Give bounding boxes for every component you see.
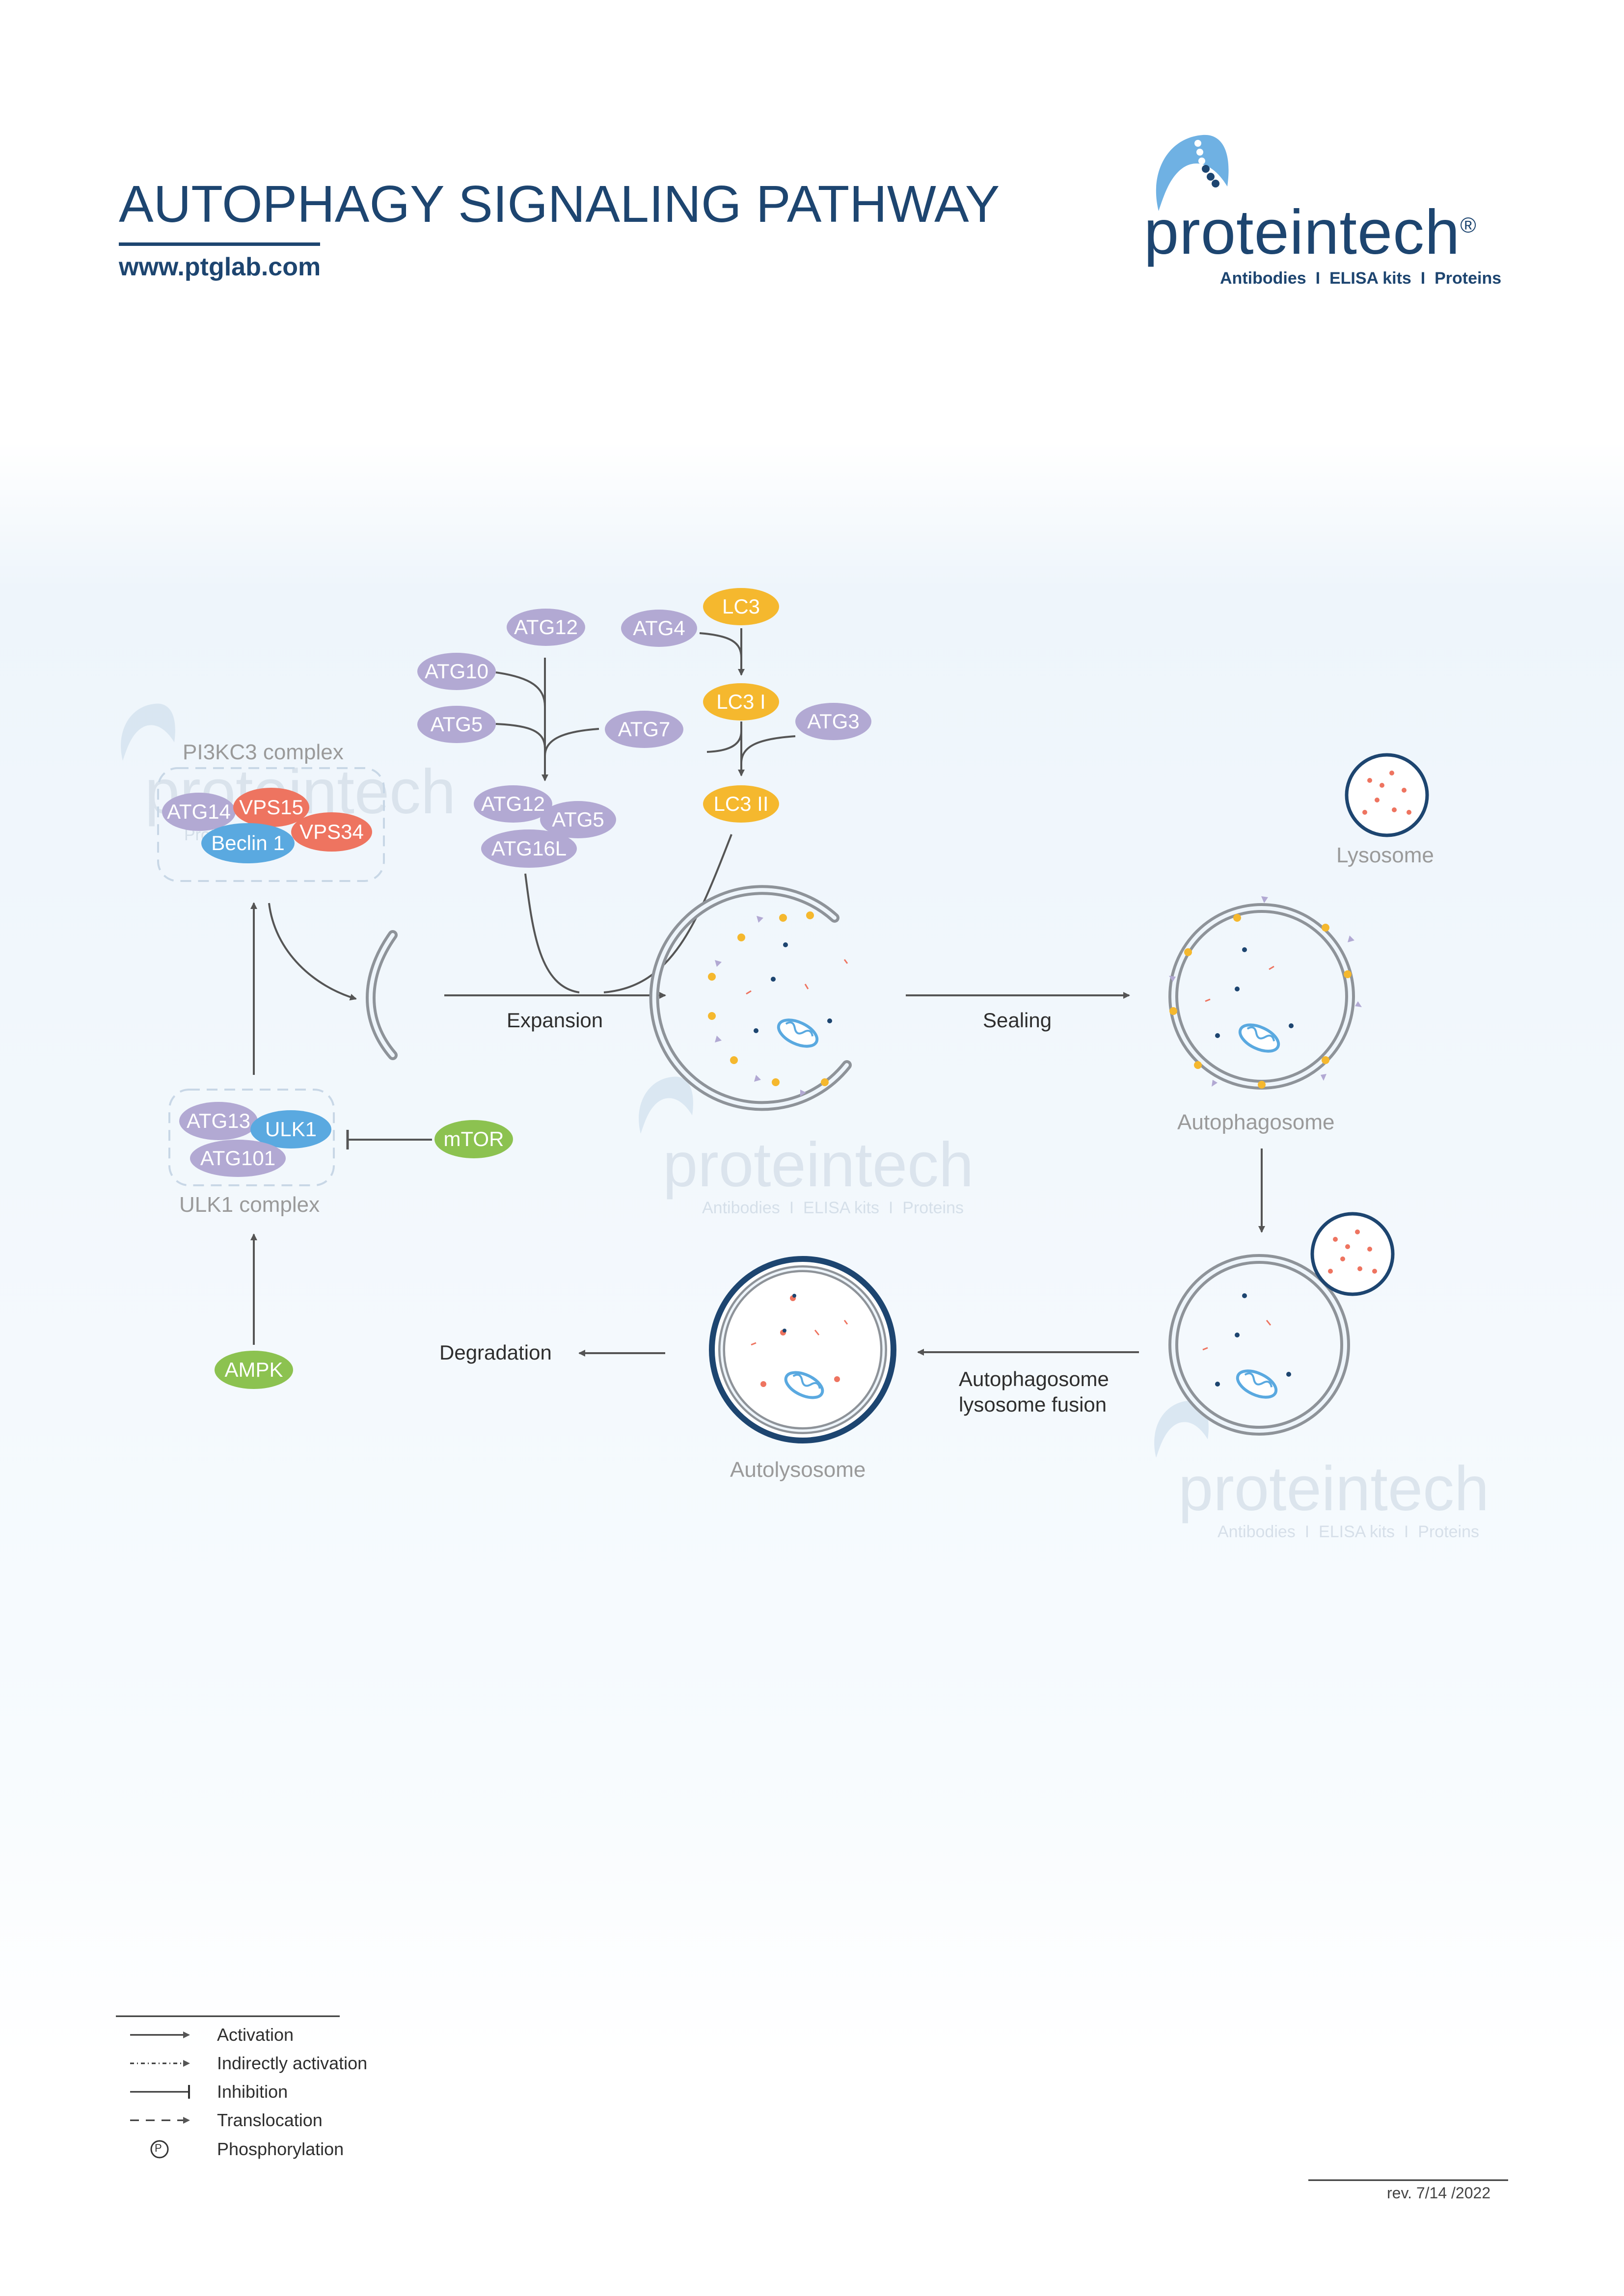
watermark-mark-icon bbox=[1154, 1400, 1209, 1458]
node-atg13[interactable]: ATG13 bbox=[179, 1102, 258, 1140]
sealing-label: Sealing bbox=[983, 1009, 1052, 1032]
logo-wordmark: proteintech® bbox=[1144, 196, 1477, 268]
node-vps15[interactable]: VPS15 bbox=[233, 788, 309, 827]
watermark-mark-icon bbox=[639, 1076, 693, 1134]
fusion-autophagosome bbox=[1168, 1212, 1395, 1436]
wm-tag-sep: I bbox=[1404, 1522, 1409, 1541]
logo-word-text: proteintech bbox=[1144, 197, 1461, 267]
mitochondrion-icon bbox=[784, 1371, 824, 1399]
degradation-label: Degradation bbox=[439, 1341, 552, 1364]
tagline-antibodies: Antibodies bbox=[1220, 269, 1306, 288]
node-ulk1[interactable]: ULK1 bbox=[250, 1110, 331, 1148]
watermark-mark-icon bbox=[121, 703, 175, 761]
arrow-pi3kc3-to-phagophore bbox=[268, 903, 357, 1001]
page-title: AUTOPHAGY SIGNALING PATHWAY bbox=[119, 175, 1000, 233]
pi3kc3-complex-box bbox=[157, 767, 385, 882]
autophagosome bbox=[1168, 896, 1362, 1090]
expanding-phagophore bbox=[649, 885, 852, 1111]
lysosome-label: Lysosome bbox=[1336, 843, 1434, 867]
watermark-logo: proteintech Antibodies I ELISA kits I Pr… bbox=[633, 1070, 1006, 1227]
node-atg16l[interactable]: ATG16L bbox=[481, 829, 577, 868]
node-atg14[interactable]: ATG14 bbox=[162, 793, 236, 831]
legend-translocation: Translocation bbox=[217, 2110, 323, 2130]
wm-tag-elisa: ELISA kits bbox=[803, 1199, 880, 1217]
node-vps34[interactable]: VPS34 bbox=[291, 812, 372, 852]
node-lc3[interactable]: LC3 bbox=[703, 588, 779, 625]
legend-indirect: Indirectly activation bbox=[217, 2053, 368, 2073]
legend-phosphorylation: Phosphorylation bbox=[217, 2139, 344, 2159]
node-atg12-conjugate[interactable]: ATG12 bbox=[474, 785, 552, 823]
fusion-label-line1: Autophagosome bbox=[959, 1367, 1109, 1390]
node-lc3-i[interactable]: LC3 I bbox=[703, 683, 779, 721]
phospho-circle-icon bbox=[150, 2140, 169, 2159]
wm-tag-sep: I bbox=[888, 1199, 893, 1217]
watermark-word: proteintech bbox=[1178, 1454, 1489, 1524]
node-atg10[interactable]: ATG10 bbox=[417, 653, 496, 690]
website-link[interactable]: www.ptglab.com bbox=[119, 253, 321, 281]
node-beclin1[interactable]: Beclin 1 bbox=[201, 823, 295, 863]
expansion-label: Expansion bbox=[507, 1009, 603, 1032]
node-lc3-ii[interactable]: LC3 II bbox=[703, 785, 779, 823]
logo-mark-icon bbox=[1156, 134, 1229, 211]
wm-tag-proteins: Proteins bbox=[902, 1199, 964, 1217]
node-atg3[interactable]: ATG3 bbox=[795, 703, 871, 740]
wm-tag-sep: I bbox=[1304, 1522, 1310, 1541]
node-ampk[interactable]: AMPK bbox=[215, 1351, 293, 1389]
line-atg16l-to-expansion bbox=[524, 873, 580, 993]
node-mtor[interactable]: mTOR bbox=[434, 1120, 513, 1158]
legend-activation: Activation bbox=[217, 2025, 294, 2045]
wm-tag-antibodies: Antibodies bbox=[702, 1199, 780, 1217]
wm-tag-antibodies: Antibodies bbox=[1218, 1522, 1296, 1541]
wm-tag-proteins: Proteins bbox=[1418, 1522, 1480, 1541]
watermark-tagline: Antibodies I ELISA kits I Proteins bbox=[1218, 1522, 1479, 1542]
pi3kc3-complex-label: PI3KC3 complex bbox=[183, 740, 344, 764]
tagline-sep: I bbox=[1315, 269, 1321, 288]
logo-tagline: Antibodies I ELISA kits I Proteins bbox=[1220, 269, 1501, 288]
node-atg4[interactable]: ATG4 bbox=[621, 610, 697, 647]
watermark-word: proteintech bbox=[663, 1130, 974, 1200]
registered-mark: ® bbox=[1460, 213, 1477, 238]
mitochondrion-icon bbox=[1236, 1369, 1278, 1399]
title-underline bbox=[119, 242, 320, 246]
lysosome bbox=[1345, 753, 1429, 837]
ulk1-complex-label: ULK1 complex bbox=[179, 1193, 320, 1217]
node-atg12-top[interactable]: ATG12 bbox=[507, 609, 585, 646]
tagline-sep: I bbox=[1420, 269, 1426, 288]
line-atg7-lc3-branch bbox=[706, 731, 742, 753]
autolysosome-label: Autolysosome bbox=[730, 1458, 866, 1482]
watermark-tagline: Antibodies I ELISA kits I Proteins bbox=[702, 1199, 964, 1218]
wm-tag-sep: I bbox=[789, 1199, 794, 1217]
autophagosome-label: Autophagosome bbox=[1177, 1110, 1335, 1134]
mitochondrion-icon bbox=[1238, 1023, 1280, 1053]
mitochondrion-icon bbox=[777, 1018, 819, 1048]
phospho-symbol: P bbox=[155, 2142, 162, 2154]
node-atg7[interactable]: ATG7 bbox=[605, 711, 683, 748]
revision-date: rev. 7/14 /2022 bbox=[1387, 2184, 1491, 2202]
wm-tag-elisa: ELISA kits bbox=[1319, 1522, 1395, 1541]
node-atg5-left[interactable]: ATG5 bbox=[417, 706, 496, 743]
line-lc3ii-to-expansion bbox=[603, 834, 732, 993]
watermark-logo: proteintech Antibodies I ELISA kits I Pr… bbox=[1149, 1394, 1522, 1551]
line-atg7-branch bbox=[544, 728, 599, 756]
line-atg5-branch bbox=[495, 723, 546, 749]
node-atg101[interactable]: ATG101 bbox=[190, 1140, 286, 1177]
autolysosome bbox=[709, 1256, 896, 1443]
tagline-proteins: Proteins bbox=[1435, 269, 1502, 288]
fusion-label-line2: lysosome fusion bbox=[959, 1393, 1107, 1416]
brand-logo[interactable]: proteintech® Antibodies I ELISA kits I P… bbox=[1144, 133, 1517, 294]
tagline-elisa: ELISA kits bbox=[1329, 269, 1411, 288]
line-atg10-branch bbox=[495, 671, 546, 707]
line-atg3-branch bbox=[740, 735, 796, 764]
line-atg4-branch bbox=[699, 632, 742, 658]
legend-inhibition: Inhibition bbox=[217, 2082, 288, 2102]
ulk1-complex-box bbox=[168, 1089, 335, 1186]
